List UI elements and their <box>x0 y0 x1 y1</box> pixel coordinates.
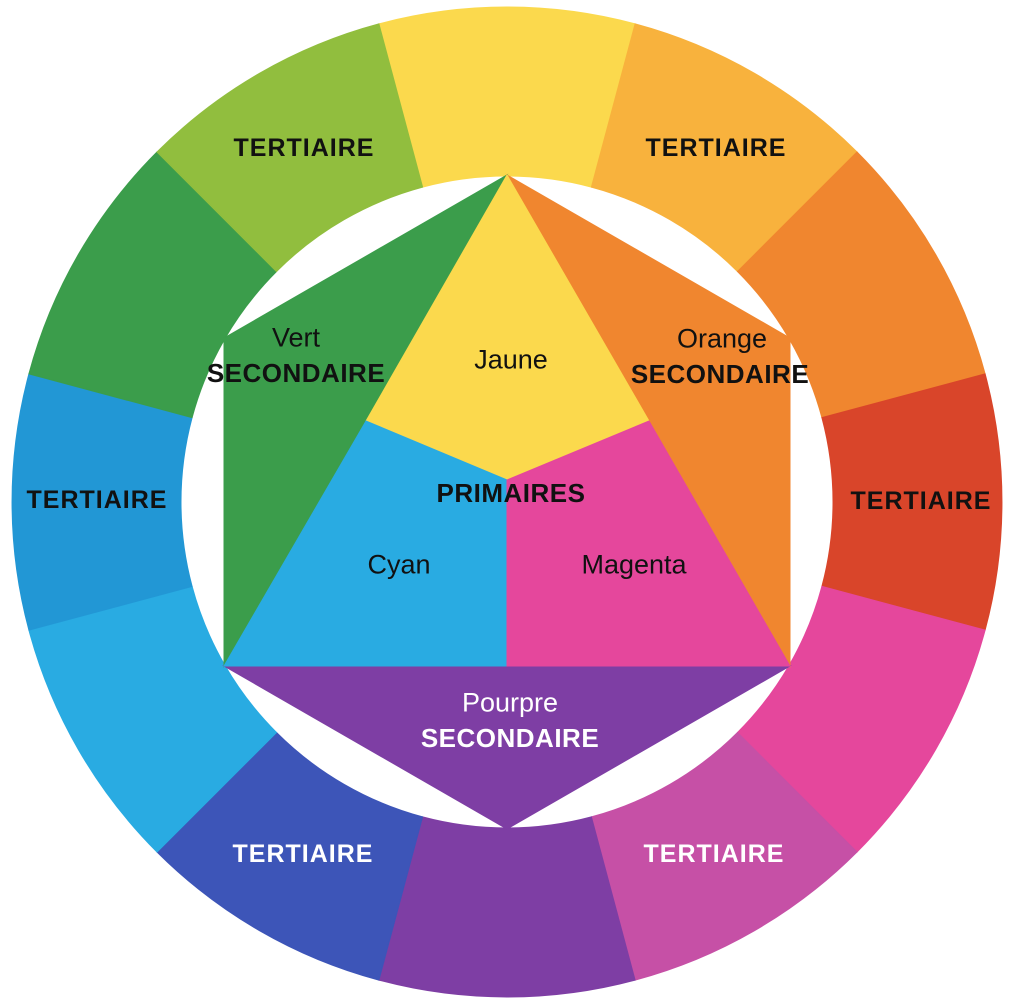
label-cyan: Cyan <box>367 550 430 580</box>
ring-jaune <box>378 6 636 188</box>
inner-shapes-group <box>222 173 792 830</box>
ring-tertiaire-vert-jaune <box>156 23 424 273</box>
label-magenta: Magenta <box>581 550 687 580</box>
labels-group: TERTIAIRE TERTIAIRE TERTIAIRE TERTIAIRE TERT… <box>27 134 992 868</box>
label-tertiaire-top-right: TERTIAIRE <box>646 134 787 162</box>
ring-segments-group <box>11 6 1003 998</box>
label-jaune: Jaune <box>474 344 548 374</box>
ring-pourpre <box>378 816 636 998</box>
label-tertiaire-top-left: TERTIAIRE <box>234 134 375 162</box>
shape-magenta-primaire <box>506 420 791 667</box>
label-tertiaire-bottom-left: TERTIAIRE <box>233 840 374 868</box>
label-vert-secondaire: SECONDAIRE <box>207 358 385 388</box>
label-orange: Orange <box>677 323 767 353</box>
label-pourpre: Pourpre <box>462 688 558 718</box>
label-tertiaire-bottom-right: TERTIAIRE <box>644 840 785 868</box>
label-orange-secondaire: SECONDAIRE <box>631 359 809 389</box>
label-primaires: PRIMAIRES <box>437 478 586 508</box>
label-tertiaire-left: TERTIAIRE <box>27 486 168 514</box>
label-tertiaire-right: TERTIAIRE <box>851 487 992 515</box>
label-vert: Vert <box>272 322 321 352</box>
label-pourpre-secondaire: SECONDAIRE <box>421 723 599 753</box>
